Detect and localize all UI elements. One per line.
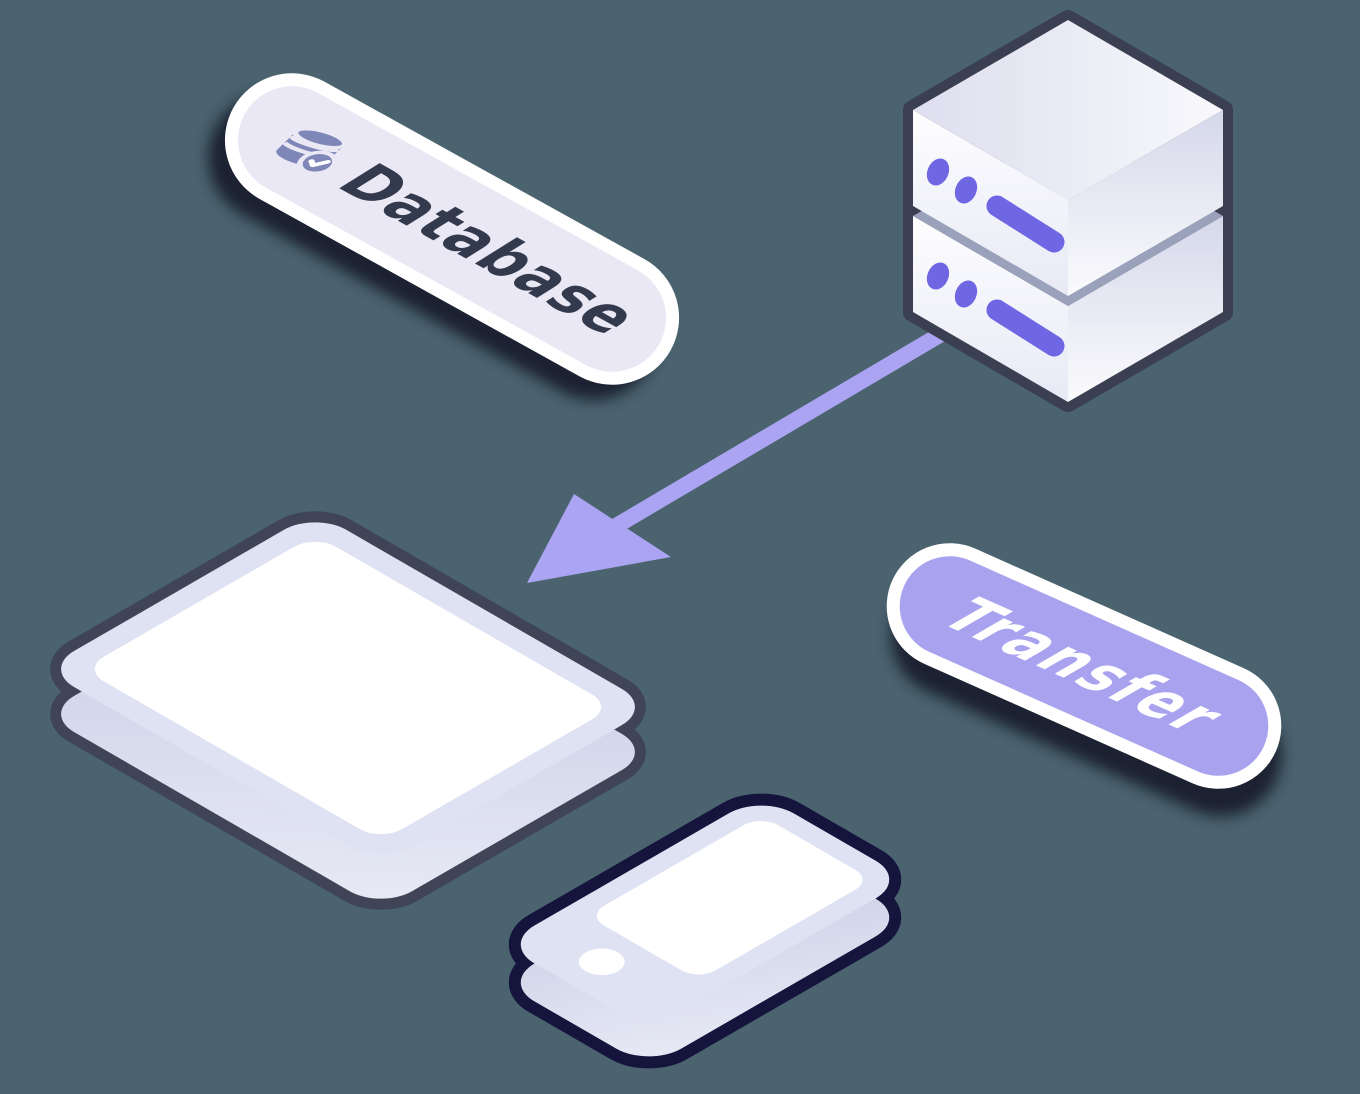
phone-screen: [596, 820, 863, 975]
database-label-pill: Database: [200, 49, 704, 409]
server-face-right: [1068, 110, 1223, 296]
server-slot-bar: [986, 195, 1065, 253]
server-slot-bar: [986, 299, 1065, 357]
tablet: [43, 512, 653, 909]
server-led-icon: [926, 158, 950, 186]
phone-home-button: [578, 948, 625, 976]
server-led-icon: [926, 262, 950, 290]
transfer-arrow-shaft: [611, 323, 953, 533]
server-led-icon: [954, 280, 978, 308]
server-unit-top: [913, 20, 1223, 296]
server-face-right: [1068, 216, 1223, 402]
transfer-arrow: [527, 323, 953, 583]
database-check-icon: [276, 127, 348, 175]
tablet-screen: [94, 541, 602, 835]
server-stack: [903, 10, 1233, 412]
smartphone: [502, 795, 909, 1068]
server-led-icon: [954, 176, 978, 204]
transfer-arrow-head: [527, 494, 671, 583]
database-label-content: Database: [248, 113, 658, 345]
